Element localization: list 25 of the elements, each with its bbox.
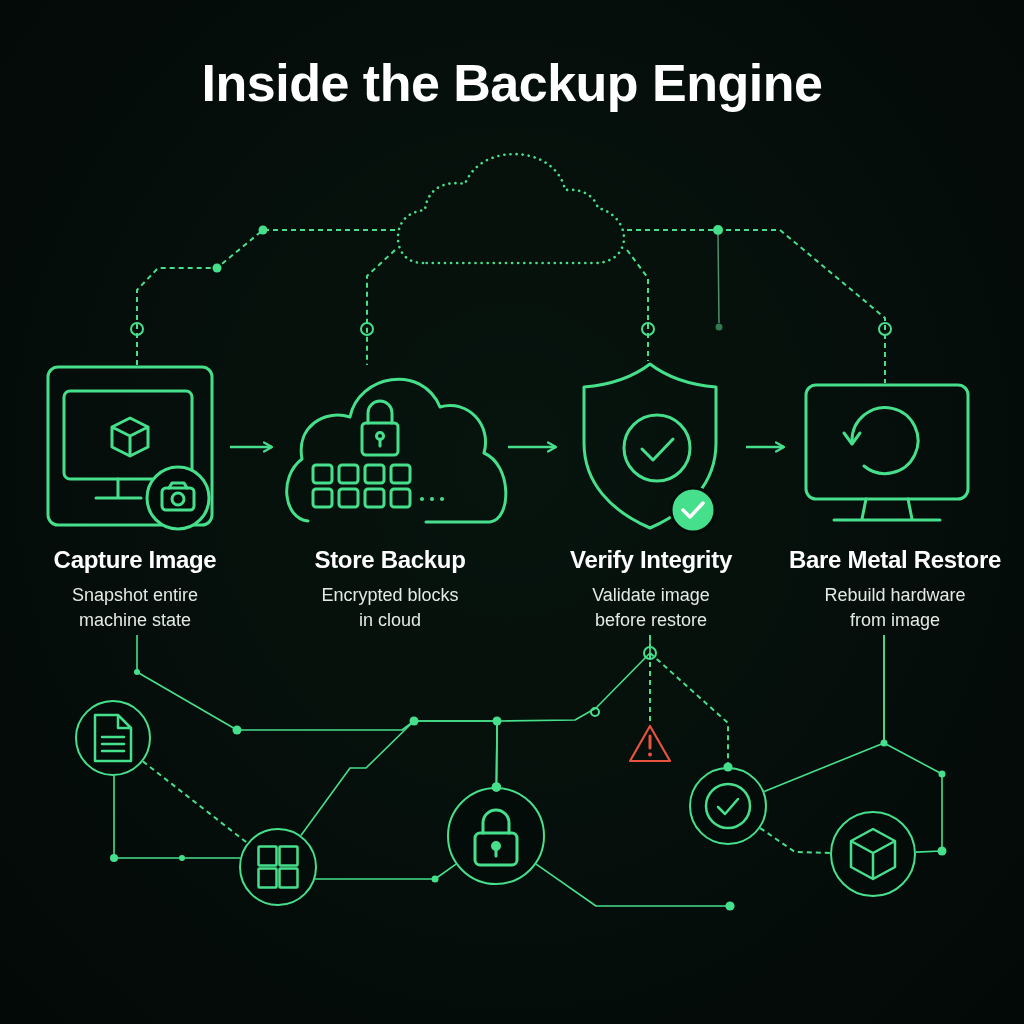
cloud-outline [395, 150, 627, 266]
step-title: Verify Integrity [570, 545, 732, 575]
arrow [230, 441, 274, 453]
warning-icon [628, 724, 672, 764]
step-description: Snapshot entire machine state [70, 584, 200, 632]
dashed-line [626, 249, 649, 362]
dashed-line [626, 229, 886, 384]
dashed-line [649, 634, 733, 772]
dashed-line [136, 229, 396, 366]
connector-line [113, 775, 241, 859]
dashed-line [366, 249, 396, 366]
step-title: Capture Image [53, 545, 217, 575]
arrow [508, 441, 558, 453]
step-description: Encrypted blocks in cloud [320, 584, 460, 632]
step-description: Rebuild hardware from image [823, 584, 967, 632]
arrow [746, 441, 786, 453]
dashed-line [141, 760, 249, 844]
step-title: Bare Metal Restore [789, 545, 1001, 575]
connector-line [314, 863, 457, 880]
connector-line [883, 634, 943, 853]
diagram-title: Inside the Backup Engine [201, 53, 823, 114]
connector-line [535, 863, 735, 911]
step-title: Store Backup [314, 545, 466, 575]
dashed-line [759, 827, 831, 854]
step-description: Validate image before restore [591, 584, 711, 632]
